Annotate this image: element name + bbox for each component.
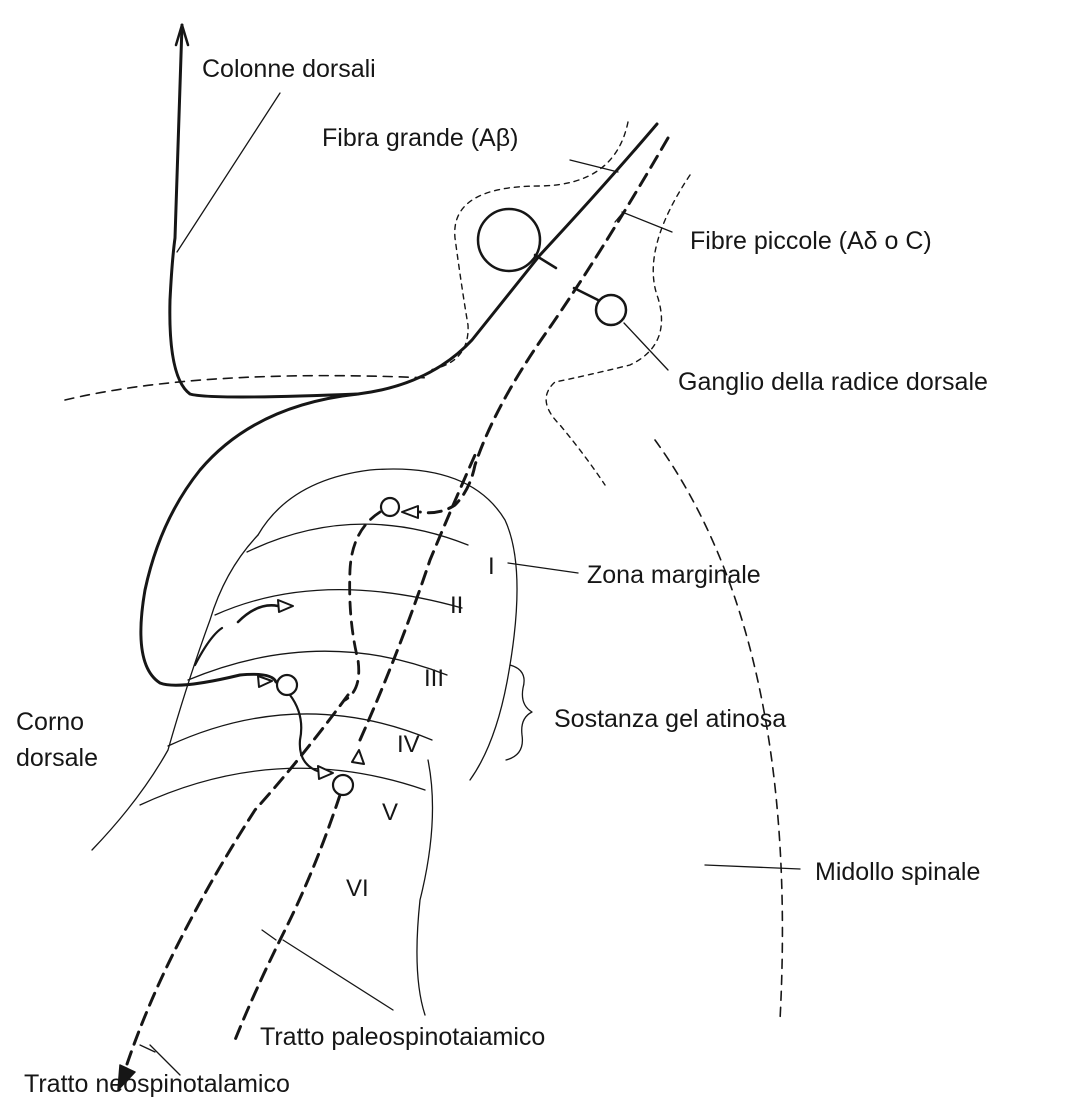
label-corno-line1: Corno [16, 708, 84, 736]
paleospinothalamic-tract [235, 795, 340, 1040]
large-fiber-a-beta [238, 605, 278, 622]
lamina-label-vi: VI [346, 875, 369, 902]
leader-line [177, 93, 280, 252]
label-colonne-dorsali: Colonne dorsali [202, 55, 376, 83]
neuron-stem [574, 288, 598, 300]
leader-line [624, 323, 668, 370]
lamina-label-i: I [488, 553, 495, 580]
sostanza-gelatinosa-bracket [506, 665, 532, 760]
synapse-terminal [402, 506, 418, 518]
tick-mark [262, 930, 276, 940]
neuron-stem [535, 255, 556, 268]
label-fibre-piccole: Fibre piccole (Aδ o C) [690, 227, 932, 255]
large-fiber-a-beta [141, 394, 358, 685]
synapse-terminal [352, 750, 364, 764]
label-tratto-neospinotalamico: Tratto neospinotalamico [24, 1070, 290, 1098]
leader-line [570, 160, 618, 172]
label-sostanza-gelatinosa: Sostanza gel atinosa [554, 705, 786, 733]
lamina-boundary [417, 760, 433, 1015]
small-fibers-a-delta-c [420, 138, 668, 513]
label-zona-marginale: Zona marginale [587, 561, 761, 589]
neospinothalamic-tract [125, 695, 348, 1070]
leader-line [508, 563, 578, 573]
lamina-label-iii: III [424, 665, 444, 692]
lamina-label-ii: II [450, 592, 463, 619]
interneuron-fiber [290, 695, 320, 772]
interneuron-cell [277, 675, 297, 695]
synapse-terminal [318, 766, 333, 779]
ganglion-neuron-small [596, 295, 626, 325]
lamina-boundary [247, 524, 468, 552]
lamina-label-iv: IV [397, 731, 420, 758]
large-fiber-a-beta [195, 628, 222, 665]
label-corno-line2: dorsale [16, 744, 98, 772]
lamina-boundary [188, 651, 447, 680]
lamina-boundary [92, 535, 258, 850]
label-fibra-grande: Fibra grande (Aβ) [322, 124, 518, 152]
label-ganglio-radice-dorsale: Ganglio della radice dorsale [678, 368, 988, 396]
ganglion-neuron-large [478, 209, 540, 271]
interneuron-fiber [345, 512, 380, 700]
interneuron-cell [381, 498, 399, 516]
lamina-label-v: V [382, 799, 398, 826]
label-tratto-paleospinotalamico: Tratto paleospinotaiamico [260, 1023, 545, 1051]
synapse-terminal [278, 600, 293, 612]
leader-line [705, 865, 800, 869]
dorsal-root-ganglion-outline [430, 122, 628, 370]
label-midollo-spinale: Midollo spinale [815, 858, 980, 886]
interneuron-cell [333, 775, 353, 795]
leader-line [283, 940, 393, 1010]
